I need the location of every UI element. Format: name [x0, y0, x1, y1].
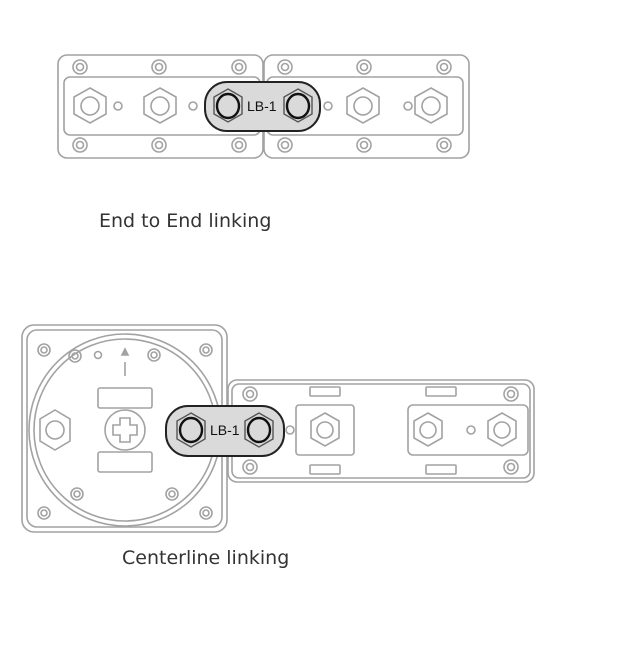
caption-end-to-end: End to End linking [99, 210, 272, 232]
link-bar-label-top: LB-1 [247, 98, 277, 114]
link-bar-bottom: LB-1 [165, 405, 285, 457]
busbar-block-left [57, 54, 264, 159]
link-bar-label-bottom: LB-1 [210, 422, 240, 438]
link-bar-top: LB-1 [204, 81, 321, 132]
caption-centerline: Centerline linking [122, 547, 290, 569]
